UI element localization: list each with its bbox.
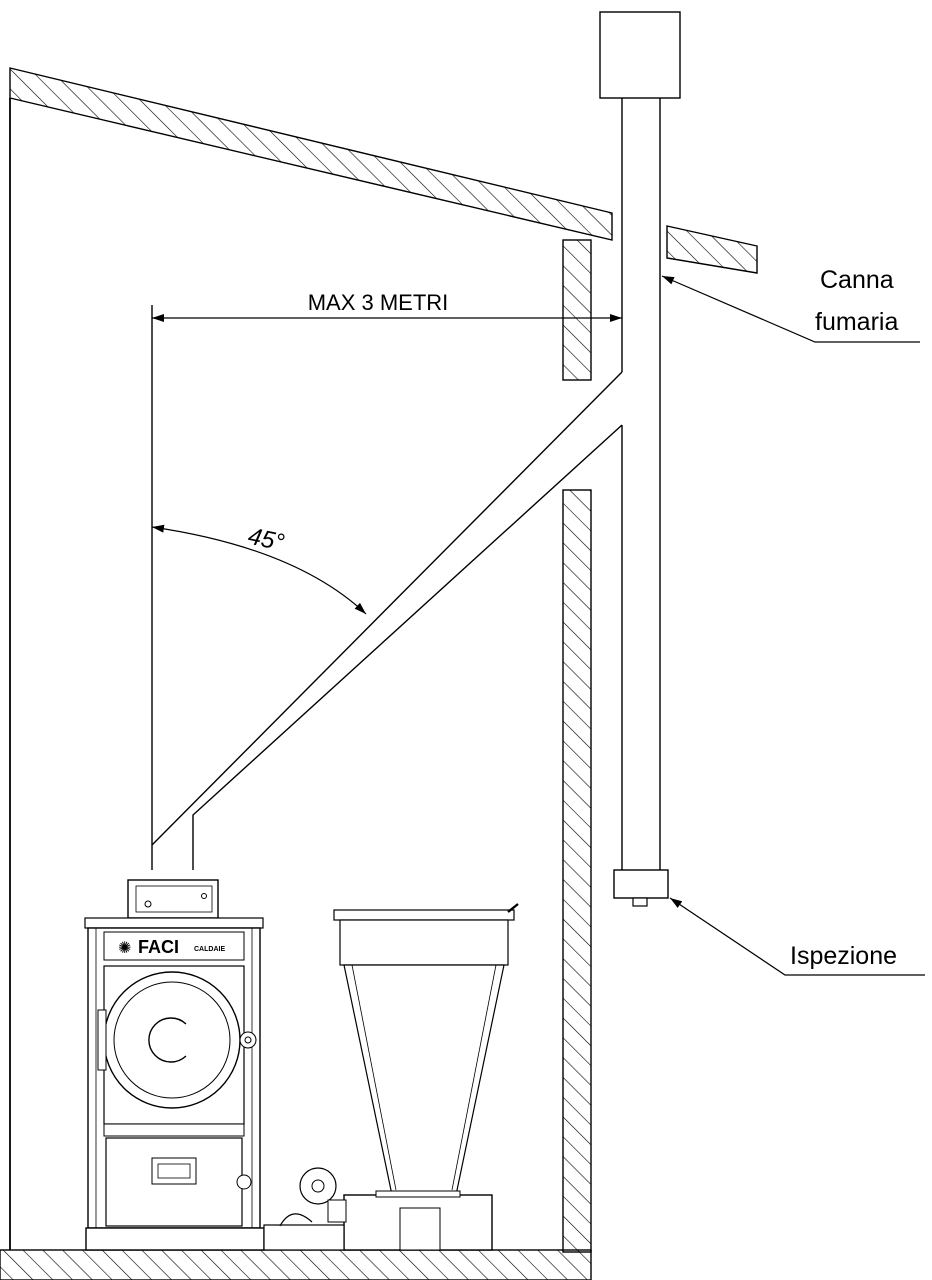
hopper-funnel-inner-right [451, 964, 497, 1191]
boiler-round-door-inner [113, 981, 231, 1099]
chimney-label-line2: fumaria [815, 308, 898, 336]
roof-overhang [666, 225, 758, 274]
pipe-diagonal-lower [192, 424, 623, 870]
inspection-box [613, 869, 669, 899]
flue-pipe [151, 305, 623, 870]
max-distance-label: MAX 3 METRI [308, 290, 449, 315]
inspection-callout: Ispezione [669, 897, 925, 976]
boiler-ash-window-inner [157, 1163, 191, 1179]
hopper-lid-handle [507, 903, 519, 913]
boiler-brand-sub: CALDAIE [194, 946, 225, 953]
boiler-ash-window [151, 1157, 197, 1185]
angle-arc [151, 524, 367, 615]
boiler-middle-band [103, 1123, 245, 1137]
auger-coupling [279, 1213, 313, 1227]
inspection-plug [632, 897, 648, 907]
hopper-lid [333, 909, 515, 921]
boiler-top-plate [84, 917, 264, 929]
auger-motor-hub [311, 1179, 325, 1193]
auger-tube [263, 1224, 345, 1251]
auger-motor [299, 1167, 337, 1205]
boiler-flue-box-knob [144, 900, 152, 908]
feeder-access-panel [399, 1207, 441, 1251]
lower-wall-segment [562, 489, 592, 1253]
boiler-base [85, 1227, 265, 1251]
boiler-hinge-left [97, 1009, 107, 1071]
auger-motor-mount [327, 1199, 347, 1223]
boiler-round-door [103, 971, 241, 1109]
floor-slab [0, 1249, 592, 1280]
inspection-label: Ispezione [790, 942, 897, 970]
hopper-bin [339, 919, 509, 966]
upper-wall-segment [562, 239, 592, 381]
boiler-door-c-mark [148, 1017, 187, 1063]
pipe-diagonal-upper [151, 371, 623, 846]
hopper-funnel-inner-left [351, 964, 397, 1191]
chimney-callout: Canna fumaria [661, 266, 920, 343]
inspection-leader [669, 897, 925, 976]
dimension-max-distance: MAX 3 METRI [152, 290, 622, 322]
chimney-cap [599, 11, 681, 99]
chimney-flue [599, 11, 681, 907]
boiler-brand-panel [103, 931, 245, 961]
boiler-flue-box-screw [201, 893, 207, 899]
boiler-brand-sun-icon: ✺ [118, 940, 131, 957]
chimney-leader [661, 275, 920, 343]
chimney-label-line1: Canna [820, 266, 894, 294]
boiler-brand-logo: FACI [138, 937, 179, 957]
boiler: ✺ FACI CALDAIE [84, 879, 265, 1251]
boiler-flue-box-inner [135, 885, 213, 913]
roof-slab [9, 67, 613, 241]
feeder-box-top-strip [375, 1190, 461, 1198]
angle-annotation: 45° [151, 523, 367, 615]
boiler-door-handle-inner [244, 1036, 252, 1044]
boiler-door-handle [239, 1031, 257, 1049]
boiler-ash-handle [236, 1174, 252, 1190]
pellet-feeder [263, 903, 519, 1251]
hopper-funnel [343, 964, 505, 1196]
angle-label: 45° [246, 523, 288, 557]
